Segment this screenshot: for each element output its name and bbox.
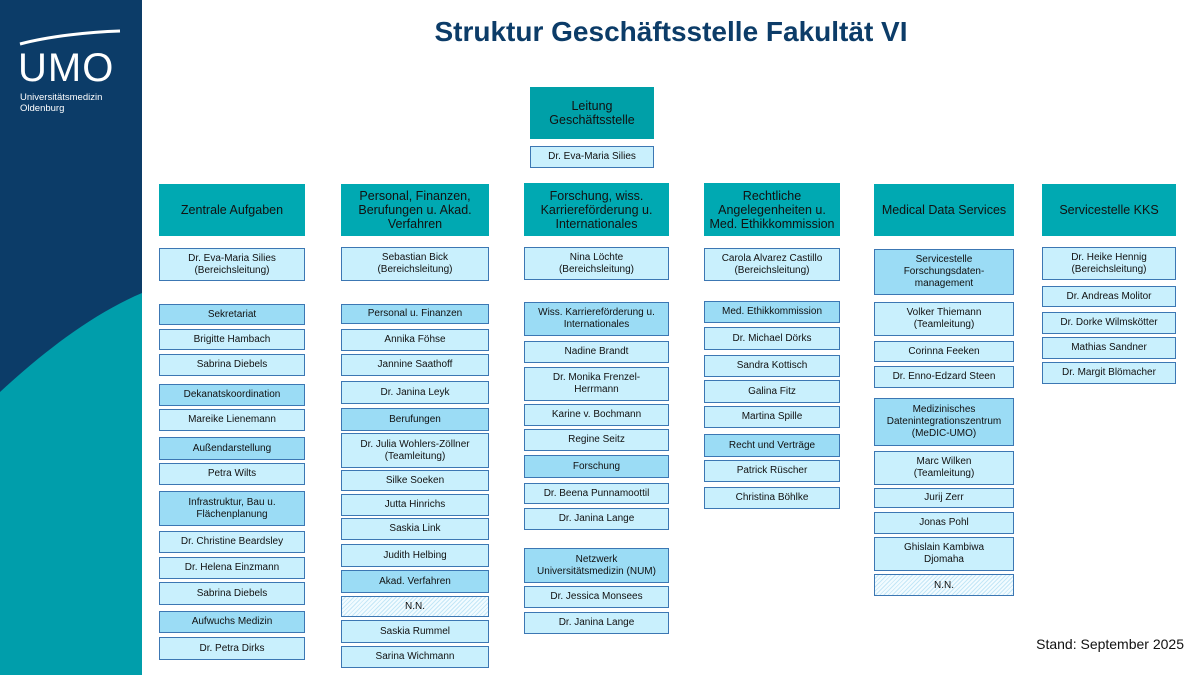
column-header: Servicestelle KKS bbox=[1042, 184, 1176, 236]
person-box: Carola Alvarez Castillo (Bereichsleitung… bbox=[704, 248, 840, 281]
person-box: Sandra Kottisch bbox=[704, 355, 840, 377]
section-box: Recht und Verträge bbox=[704, 434, 840, 457]
section-box: Forschung bbox=[524, 455, 669, 478]
person-box: Volker Thiemann (Teamleitung) bbox=[874, 302, 1014, 336]
person-box: Dr. Dorke Wilmskötter bbox=[1042, 312, 1176, 334]
logo-wordmark: UMO bbox=[18, 46, 115, 90]
logo-subtitle-line2: Oldenburg bbox=[20, 103, 65, 114]
column-header: Forschung, wiss. Karriereförderung u. In… bbox=[524, 183, 669, 236]
section-box: Netzwerk Universitätsmedizin (NUM) bbox=[524, 548, 669, 583]
person-box: Dr. Margit Blömacher bbox=[1042, 362, 1176, 384]
person-box: Dr. Enno-Edzard Steen bbox=[874, 366, 1014, 388]
person-box: Jonas Pohl bbox=[874, 512, 1014, 534]
person-box: Judith Helbing bbox=[341, 544, 489, 567]
person-box: Dr. Janina Lange bbox=[524, 508, 669, 530]
person-box: Jutta Hinrichs bbox=[341, 494, 489, 516]
logo-subtitle: Universitätsmedizin Oldenburg bbox=[20, 92, 102, 114]
person-box: Dr. Heike Hennig (Bereichsleitung) bbox=[1042, 247, 1176, 280]
column-header: Personal, Finanzen, Berufungen u. Akad. … bbox=[341, 184, 489, 236]
column-header: Rechtliche Angelegenheiten u. Med. Ethik… bbox=[704, 183, 840, 236]
person-box: Dr. Beena Punnamoottil bbox=[524, 483, 669, 504]
person-box: Sabrina Diebels bbox=[159, 582, 305, 605]
person-box: Dr. Helena Einzmann bbox=[159, 557, 305, 579]
page-title: Struktur Geschäftsstelle Fakultät VI bbox=[434, 16, 908, 47]
person-box: Christina Böhlke bbox=[704, 487, 840, 509]
person-box: Karine v. Bochmann bbox=[524, 404, 669, 426]
logo-subtitle-line1: Universitätsmedizin bbox=[20, 92, 103, 103]
leitung-person: Dr. Eva-Maria Silies bbox=[530, 146, 654, 168]
person-box: Martina Spille bbox=[704, 406, 840, 428]
person-box: Saskia Rummel bbox=[341, 620, 489, 643]
person-box: Petra Wilts bbox=[159, 463, 305, 485]
person-box: Ghislain Kambiwa Djomaha bbox=[874, 537, 1014, 571]
section-box: Wiss. Karriereförderung u. International… bbox=[524, 302, 669, 336]
column-header: Medical Data Services bbox=[874, 184, 1014, 236]
person-box: Mathias Sandner bbox=[1042, 337, 1176, 359]
section-box: Medizinisches Datenintegrationszentrum (… bbox=[874, 398, 1014, 446]
section-box: Sekretariat bbox=[159, 304, 305, 325]
leitung-header: Leitung Geschäftsstelle bbox=[530, 87, 654, 139]
footer-date: Stand: September 2025 bbox=[1036, 636, 1184, 652]
sidebar-background bbox=[0, 0, 142, 675]
column-header: Zentrale Aufgaben bbox=[159, 184, 305, 236]
person-box: Dr. Michael Dörks bbox=[704, 327, 840, 350]
person-box: Dr. Janina Leyk bbox=[341, 381, 489, 404]
person-box: Dr. Julia Wohlers-Zöllner (Teamleitung) bbox=[341, 433, 489, 468]
person-box: Dr. Andreas Molitor bbox=[1042, 286, 1176, 307]
section-box: Dekanatskoordination bbox=[159, 384, 305, 406]
person-box: Silke Soeken bbox=[341, 470, 489, 491]
section-box: Servicestelle Forschungsdaten- managemen… bbox=[874, 249, 1014, 295]
section-box: Akad. Verfahren bbox=[341, 570, 489, 593]
person-box: Mareike Lienemann bbox=[159, 409, 305, 431]
logo-arc-icon bbox=[19, 29, 121, 46]
person-box: Jurij Zerr bbox=[874, 488, 1014, 508]
person-box: Marc Wilken (Teamleitung) bbox=[874, 451, 1014, 485]
person-box: Regine Seitz bbox=[524, 429, 669, 451]
person-box: Sebastian Bick (Bereichsleitung) bbox=[341, 247, 489, 281]
section-box: Aufwuchs Medizin bbox=[159, 611, 305, 633]
person-box: Annika Föhse bbox=[341, 329, 489, 351]
person-box: Dr. Christine Beardsley bbox=[159, 531, 305, 553]
vacant-position-box: N.N. bbox=[341, 596, 489, 617]
person-box: Jannine Saathoff bbox=[341, 354, 489, 376]
person-box: Sabrina Diebels bbox=[159, 354, 305, 376]
person-box: Brigitte Hambach bbox=[159, 329, 305, 350]
person-box: Dr. Eva-Maria Silies (Bereichsleitung) bbox=[159, 248, 305, 281]
section-box: Berufungen bbox=[341, 408, 489, 431]
sidebar-brand-panel: UMO Universitätsmedizin Oldenburg bbox=[0, 0, 142, 675]
person-box: Nina Löchte (Bereichsleitung) bbox=[524, 247, 669, 280]
person-box: Corinna Feeken bbox=[874, 341, 1014, 362]
person-box: Galina Fitz bbox=[704, 380, 840, 403]
vacant-position-box: N.N. bbox=[874, 574, 1014, 596]
person-box: Nadine Brandt bbox=[524, 341, 669, 363]
person-box: Dr. Janina Lange bbox=[524, 612, 669, 634]
section-box: Med. Ethikkommission bbox=[704, 301, 840, 323]
section-box: Infrastruktur, Bau u. Flächenplanung bbox=[159, 491, 305, 526]
section-box: Außendarstellung bbox=[159, 437, 305, 460]
person-box: Sarina Wichmann bbox=[341, 646, 489, 668]
person-box: Saskia Link bbox=[341, 518, 489, 540]
person-box: Dr. Jessica Monsees bbox=[524, 586, 669, 608]
sidebar-teal-wave bbox=[0, 293, 142, 675]
section-box: Personal u. Finanzen bbox=[341, 304, 489, 324]
person-box: Dr. Monika Frenzel- Herrmann bbox=[524, 367, 669, 401]
person-box: Patrick Rüscher bbox=[704, 460, 840, 482]
person-box: Dr. Petra Dirks bbox=[159, 637, 305, 660]
